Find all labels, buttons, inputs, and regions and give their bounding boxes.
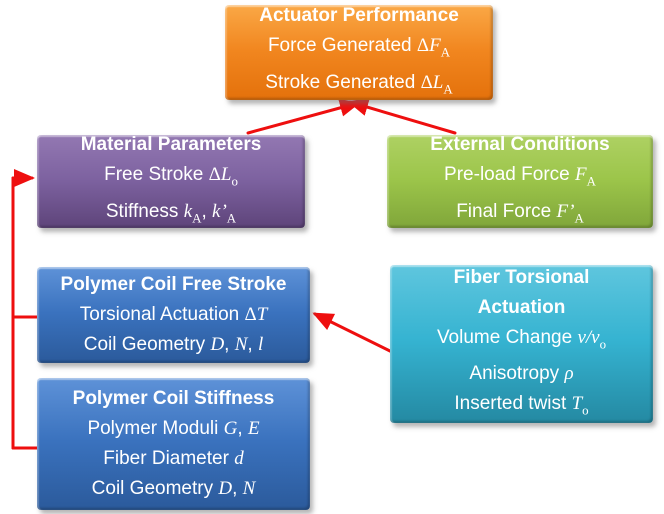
box-title: Actuator Performance [259, 5, 459, 27]
arrow-fiber-to-coil-free-stroke [312, 312, 394, 354]
box-actuator-performance: Actuator Performance Force Generated ΔFA… [225, 5, 493, 100]
box-line: Force Generated ΔFA [267, 35, 451, 60]
arrow-material-to-actuator [246, 99, 361, 135]
box-line: Coil Geometry D, N, l [83, 334, 264, 355]
box-external-conditions: External Conditions Pre-load Force FA Fin… [387, 134, 653, 228]
box-line: Polymer Moduli G, E [87, 418, 260, 439]
box-line: Fiber Diameter d [103, 448, 244, 469]
box-title: Material Parameters [80, 134, 262, 156]
box-title: Polymer Coil Free Stroke [60, 274, 287, 295]
box-lines: Force Generated ΔFA Stroke Generated ΔLA [225, 31, 493, 104]
box-line: Free Stroke ΔLo [104, 164, 238, 189]
box-line: Coil Geometry D, N [91, 478, 256, 499]
box-line: Inserted twist To [454, 393, 589, 418]
box-line: Final Force F’A [456, 200, 584, 225]
box-line: Anisotropy ρ [469, 363, 574, 384]
box-lines: Torsional Actuation ΔT Coil Geometry D, N… [37, 300, 310, 360]
box-line: Volume Change v/vo [436, 326, 607, 351]
box-polymer-coil-free-stroke: Polymer Coil Free Stroke Torsional Actua… [37, 267, 310, 363]
box-line: Torsional Actuation ΔT [79, 304, 268, 325]
box-line: Pre-load Force FA [444, 164, 596, 189]
arrow-external-to-actuator [347, 98, 457, 135]
box-line: Stroke Generated ΔLA [265, 71, 453, 96]
box-title: Fiber Torsional Actuation [453, 266, 590, 318]
box-title: Polymer Coil Stiffness [72, 388, 275, 409]
box-lines: Polymer Moduli G, E Fiber Diameter d Coil … [37, 414, 310, 504]
box-polymer-coil-stiffness: Polymer Coil Stiffness Polymer Moduli G,… [37, 378, 310, 510]
box-title: External Conditions [430, 134, 610, 156]
box-line: Stiffness kA, k’A [105, 200, 237, 225]
box-lines: Pre-load Force FA Final Force F’A [387, 160, 653, 233]
box-fiber-torsional-actuation: Fiber Torsional Actuation Volume Change … [390, 265, 653, 423]
